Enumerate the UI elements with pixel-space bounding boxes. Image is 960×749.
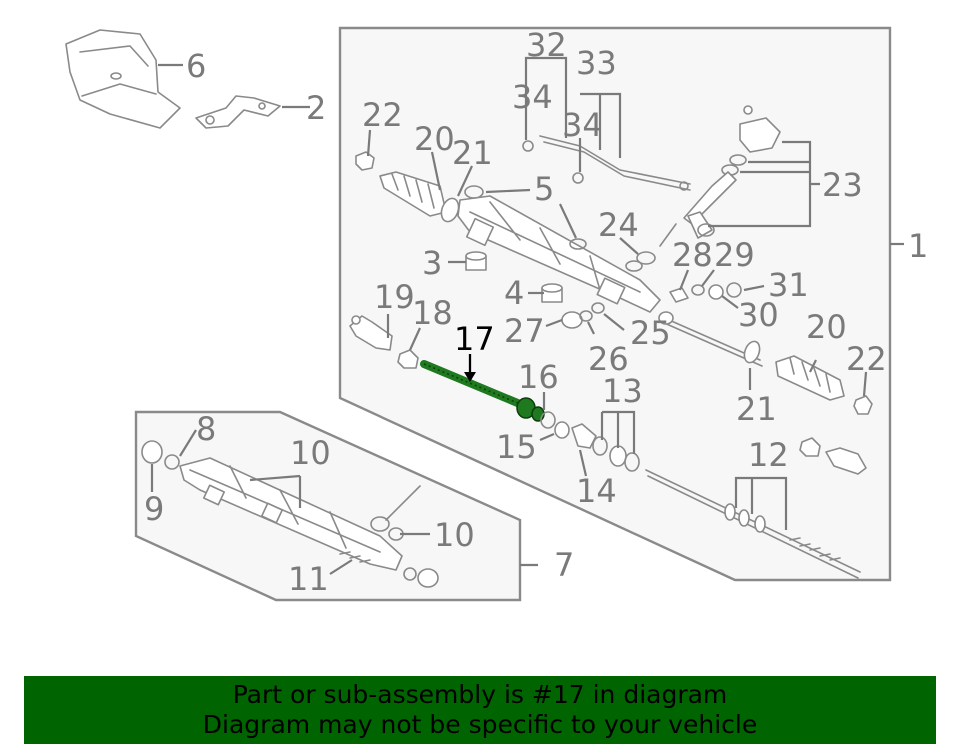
callout-17-arrowhead — [464, 372, 476, 382]
part-16-ring — [540, 411, 556, 429]
callout-24: 24 — [598, 206, 639, 244]
callout-11: 11 — [288, 560, 329, 598]
callout-27: 27 — [504, 312, 545, 350]
callout-30: 30 — [738, 296, 779, 334]
callout-18: 18 — [412, 294, 453, 332]
part-26-ring — [579, 310, 593, 322]
callout-9: 9 — [144, 490, 164, 528]
callout-21-left: 21 — [452, 134, 493, 172]
callout-labels: 6 2 1 7 22 20 21 5 3 4 32 33 34 34 23 24… — [144, 26, 928, 598]
callout-22-left: 22 — [362, 96, 403, 134]
info-banner: Part or sub-assembly is #17 in diagram D… — [24, 676, 936, 744]
callout-1: 1 — [908, 227, 928, 265]
part-24-ring-b — [625, 260, 643, 272]
part-21-clamp — [440, 197, 460, 223]
part-9-cap — [141, 440, 163, 464]
part-28-washer — [669, 287, 689, 303]
part-4-bushing — [541, 283, 563, 303]
callout-7: 7 — [554, 546, 574, 584]
callout-12: 12 — [748, 436, 789, 474]
callout-17: 17 — [454, 320, 495, 358]
part-8-ring — [164, 454, 180, 470]
part-15-ring — [554, 421, 570, 439]
callout-13: 13 — [602, 372, 643, 410]
part-3-bushing — [465, 251, 487, 271]
callout-32: 32 — [526, 26, 567, 64]
steering-rack-housing — [457, 195, 661, 313]
callout-19: 19 — [374, 278, 415, 316]
part-19-tie-rod-end — [349, 315, 393, 351]
callout-14: 14 — [576, 472, 617, 510]
sub-assembly-panel — [134, 410, 522, 602]
part-23-pinion-valve — [659, 105, 781, 247]
callout-10-top: 10 — [290, 434, 331, 472]
part-7-gear-subassembly — [179, 457, 439, 588]
banner-line-2: Diagram may not be specific to your vehi… — [202, 710, 758, 739]
part-6-heat-shield — [65, 29, 181, 129]
callout-31: 31 — [768, 266, 809, 304]
callout-8: 8 — [196, 410, 216, 448]
callout-6: 6 — [186, 47, 206, 85]
callout-26: 26 — [588, 340, 629, 378]
part-12-rack — [645, 469, 861, 579]
callout-34-a: 34 — [512, 78, 553, 116]
part-31-ring — [726, 282, 742, 298]
callout-20-right: 20 — [806, 308, 847, 346]
callout-23: 23 — [822, 166, 863, 204]
banner-line-1: Part or sub-assembly is #17 in diagram — [232, 680, 728, 709]
callout-28: 28 — [672, 236, 713, 274]
callout-15: 15 — [496, 428, 537, 466]
callout-3: 3 — [422, 244, 442, 282]
part-27-seal — [561, 311, 583, 329]
callout-5: 5 — [534, 170, 554, 208]
callout-33: 33 — [576, 44, 617, 82]
callout-16: 16 — [518, 358, 559, 396]
part-13-seal-c — [624, 452, 640, 472]
part-5-seal — [464, 185, 484, 199]
callout-10-bottom: 10 — [434, 516, 475, 554]
part-19-tie-rod-end-right — [799, 437, 867, 475]
main-assembly-panel — [338, 26, 892, 582]
callout-21-right: 21 — [736, 390, 777, 428]
part-2-bracket — [195, 95, 281, 129]
part-5-seal-lower — [569, 238, 587, 250]
part-13-seal-b — [609, 445, 627, 467]
part-22-nut-right — [853, 395, 873, 415]
callout-29: 29 — [714, 236, 755, 274]
callout-4: 4 — [504, 274, 524, 312]
part-1-rack-right — [658, 311, 763, 367]
part-25-ring — [591, 302, 605, 314]
part-13-seal-a — [592, 436, 608, 456]
part-33-hydraulic-lines — [522, 135, 691, 191]
callout-25: 25 — [630, 314, 671, 352]
part-24-ring — [636, 251, 656, 265]
part-21-clamp-right — [743, 340, 761, 364]
part-20-right-boot — [775, 355, 845, 401]
callout-2: 2 — [306, 89, 326, 127]
callout-20-left: 20 — [414, 120, 455, 158]
callout-22-right: 22 — [846, 340, 887, 378]
part-30-nut — [708, 284, 724, 300]
steering-gear-diagram: 6 2 1 7 22 20 21 5 3 4 32 33 34 34 23 24… — [65, 26, 928, 602]
part-29-seal — [691, 284, 705, 296]
callout-34-b: 34 — [562, 106, 603, 144]
part-22-nut — [355, 151, 375, 171]
